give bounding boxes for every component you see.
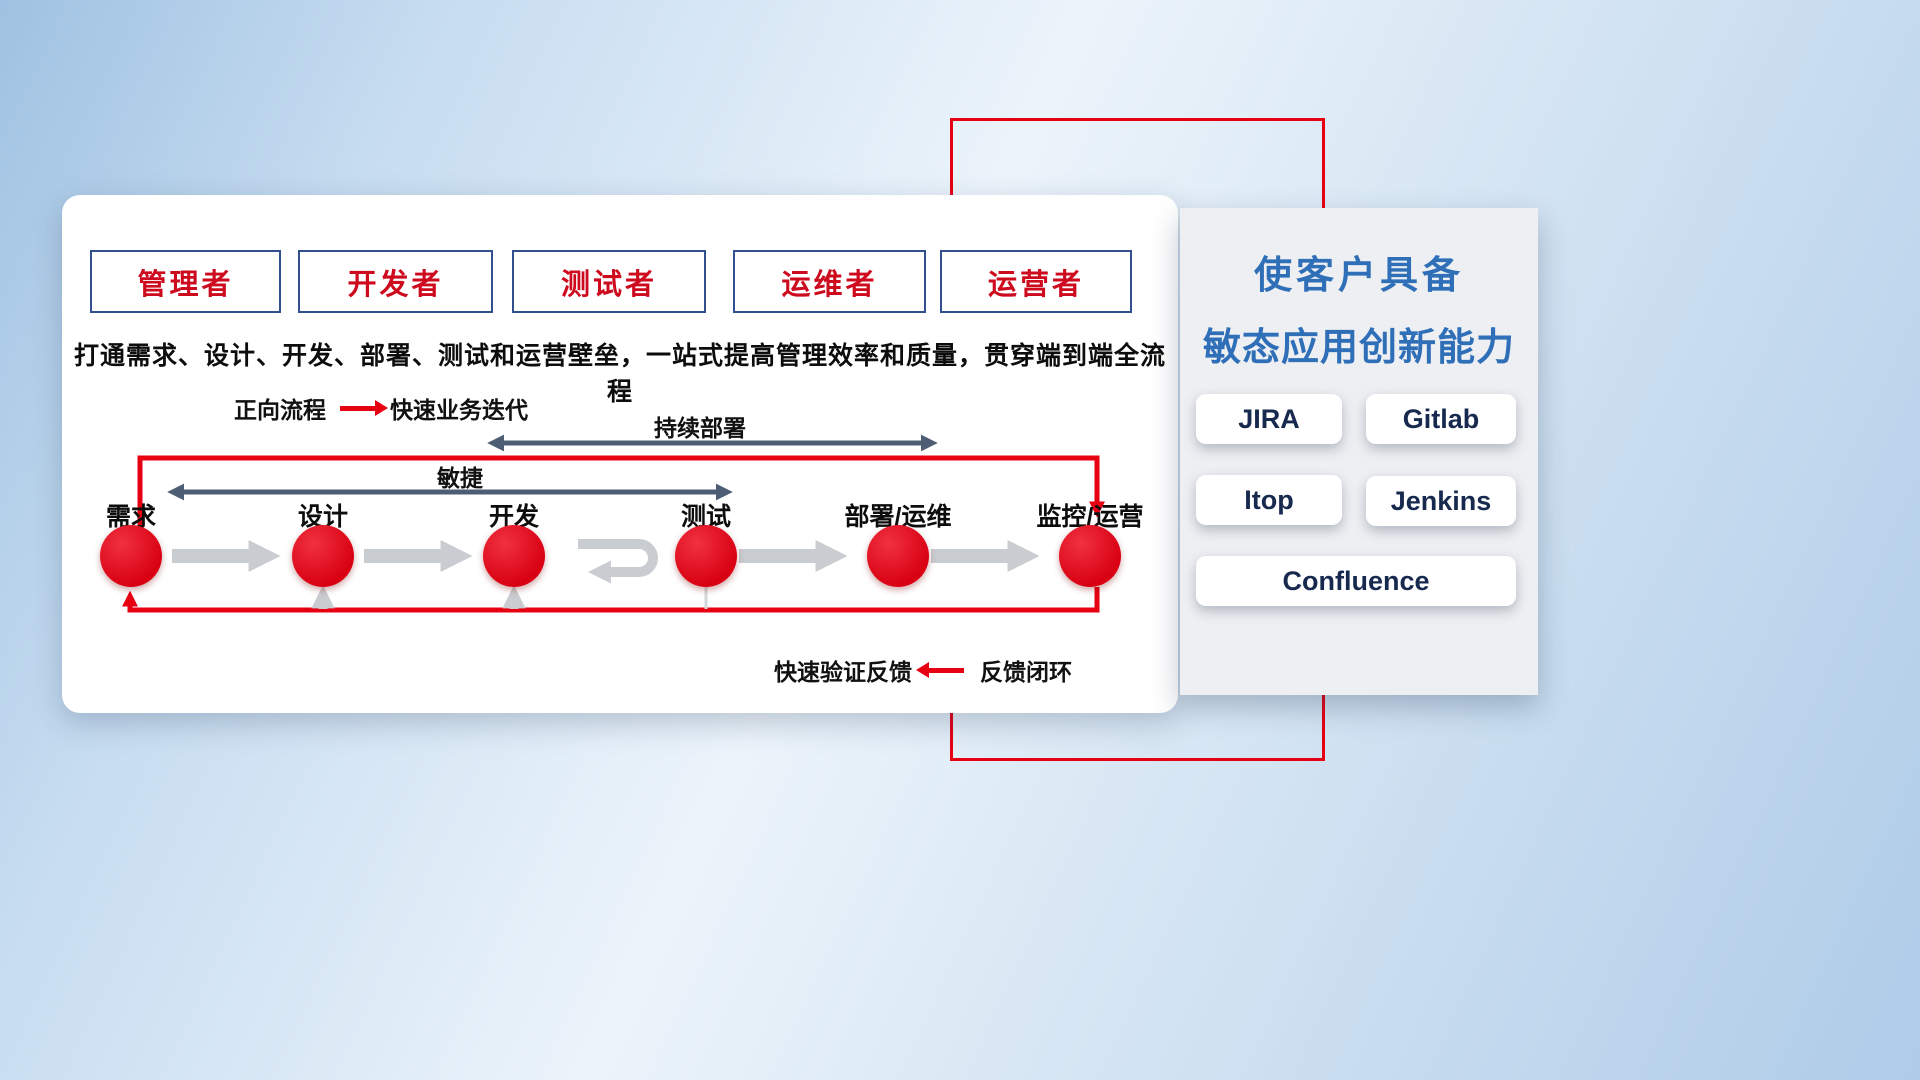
legend-feedback-label: 快速验证反馈 [774, 659, 912, 685]
stage-node-development [483, 525, 545, 587]
legend-forward-label: 正向流程 [234, 397, 326, 423]
role-label: 运营者 [987, 268, 1084, 301]
role-box-tester: 测试者 [512, 250, 706, 313]
flow-arrows-graphic [121, 434, 1106, 613]
role-box-manager: 管理者 [90, 250, 281, 313]
legend-forward-flow: 正向流程 快速业务迭代 [234, 391, 528, 425]
legend-feedback-loop: 快速验证反馈 反馈闭环 [774, 653, 1072, 687]
role-box-ops: 运维者 [733, 250, 926, 313]
role-box-operator: 运营者 [940, 250, 1132, 313]
tool-badge-jira: JIRA [1196, 394, 1342, 444]
stage-node-deploy-ops [867, 525, 929, 587]
red-left-arrow-icon [916, 661, 964, 678]
stage-node-requirements [100, 525, 162, 587]
iterate-loop-arrow-icon [578, 539, 658, 584]
tool-badge-itop: Itop [1196, 475, 1342, 525]
red-right-arrow-icon [340, 399, 388, 416]
devops-flow-card: 管理者 开发者 测试者 运维者 运营者 打通需求、设计、开发、部署、测试和运营壁… [62, 195, 1178, 713]
card-subtitle: 打通需求、设计、开发、部署、测试和运营壁垒，一站式提高管理效率和质量，贯穿端到端… [73, 342, 1166, 406]
role-label: 运维者 [781, 268, 878, 301]
stage-node-testing [675, 525, 737, 587]
legend-forward-value: 快速业务迭代 [390, 397, 528, 423]
role-label: 管理者 [137, 268, 234, 301]
tools-panel: 使客户具备 敏态应用创新能力 JIRA Gitlab Itop Jenkins … [1180, 208, 1538, 695]
panel-title-line1: 使客户具备 [1253, 255, 1464, 297]
tool-badge-jenkins: Jenkins [1366, 476, 1516, 526]
legend-feedback-value: 反馈闭环 [980, 659, 1072, 685]
tool-badge-confluence: Confluence [1196, 556, 1516, 606]
stage-node-design [292, 525, 354, 587]
role-label: 测试者 [560, 268, 657, 301]
feedback-loop-bottom-line [121, 587, 1100, 613]
stage-node-monitor-operate [1059, 525, 1121, 587]
panel-title-line2: 敏态应用创新能力 [1202, 327, 1515, 369]
tool-badge-gitlab: Gitlab [1366, 394, 1516, 444]
role-box-developer: 开发者 [298, 250, 493, 313]
feedback-loop-top-line [137, 455, 1106, 529]
role-label: 开发者 [347, 268, 444, 301]
